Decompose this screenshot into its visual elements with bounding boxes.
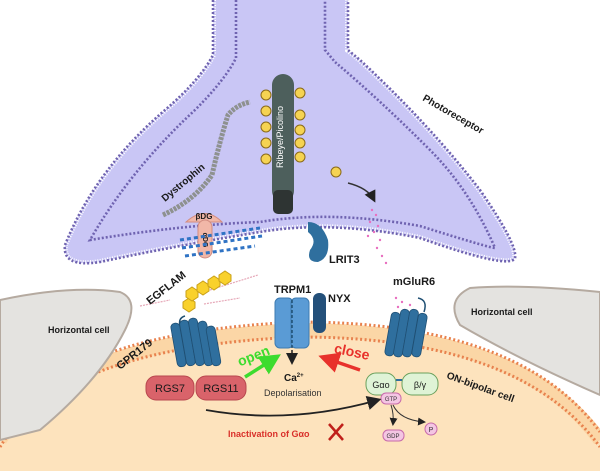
open-arrow [244, 354, 281, 379]
dystroglycan-complex: βDG αDG [184, 212, 224, 259]
synaptic-vesicles [260, 87, 342, 178]
svg-text:P: P [429, 427, 434, 434]
gpr179-receptor [170, 315, 222, 368]
dystrophin [161, 99, 251, 218]
rgs11-box: RGS11 [195, 375, 247, 401]
close-label: close [333, 340, 372, 363]
gdp-badge: GDP [382, 429, 405, 442]
inactivation-arrow [205, 396, 382, 417]
rgs11-label: RGS11 [203, 383, 238, 395]
ecm-fibers [139, 274, 259, 307]
depolarisation-label: Depolarisation [264, 388, 322, 398]
beta-dg-label: βDG [196, 212, 213, 221]
trpm1-label: TRPM1 [274, 284, 311, 296]
close-arrow [318, 352, 361, 373]
beta-gamma: β/γ [401, 372, 439, 396]
svg-text:β/γ: β/γ [414, 380, 427, 390]
phosphate-badge: P [424, 422, 438, 436]
horizontal-cell-left-label: Horizontal cell [48, 325, 110, 335]
nyx-label: NYX [328, 293, 351, 305]
mglur6-receptor [384, 297, 428, 358]
g-alpha-o: Gαo [365, 372, 397, 396]
horizontal-cell-right [453, 285, 600, 397]
svg-text:Gαo: Gαo [372, 380, 389, 390]
release-arrow [347, 182, 376, 203]
lrit3-protein [308, 222, 329, 262]
lrit3-label: LRIT3 [329, 254, 360, 266]
mglur6-label: mGluR6 [393, 276, 435, 288]
ca-label: Ca2+ [284, 373, 304, 384]
ribeye-ribbon: Ribeye/Picolino [272, 74, 294, 214]
gdp-arrow [389, 404, 398, 426]
inactivation-label: Inactivation of Gαo [228, 429, 310, 439]
horizontal-cell-left [0, 288, 133, 442]
gtp-badge: GTP [380, 392, 402, 405]
alpha-dg-label: αDG [201, 233, 208, 248]
svg-text:GTP: GTP [385, 397, 397, 403]
egflam-protein [182, 270, 232, 313]
nyx-protein [313, 293, 326, 333]
extracellular-matrix [179, 226, 263, 258]
rgs7-label: RGS7 [155, 383, 185, 395]
egflam-label: EGFLAM [144, 269, 188, 307]
rgs7-box: RGS7 [145, 375, 195, 401]
ribeye-label: Ribeye/Picolino [275, 106, 285, 168]
phosphate-arrow [392, 404, 426, 426]
svg-text:GDP: GDP [386, 434, 399, 440]
horizontal-cell-right-label: Horizontal cell [471, 307, 533, 317]
trpm1-channel [274, 297, 310, 350]
cross-icon [328, 423, 344, 441]
